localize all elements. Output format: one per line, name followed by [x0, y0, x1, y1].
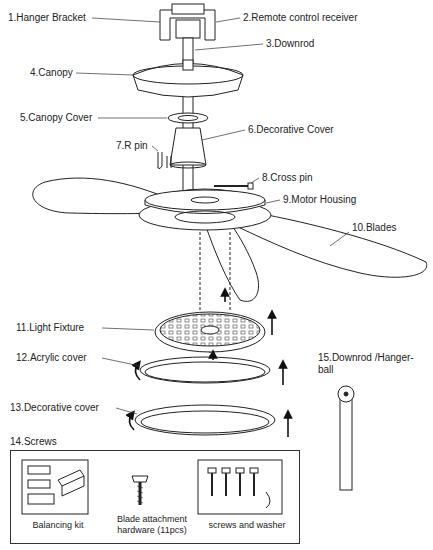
parts-item: Balancing kit: [12, 520, 104, 540]
part-label: 12.Acrylic cover: [16, 352, 87, 364]
part-label: 7.R pin: [116, 140, 148, 152]
part-label: 8.Cross pin: [262, 172, 313, 184]
part-label: 13.Decorative cover: [10, 402, 99, 414]
item-caption: screws and washer: [196, 520, 298, 531]
item-caption: Blade attachment hardware (11pcs): [102, 514, 202, 536]
part-label: 1.Hanger Bracket: [8, 12, 86, 24]
part-label: 2.Remote control receiver: [243, 12, 358, 24]
parts-box: 14.ScrewsBalancing kitBlade attachment h…: [10, 436, 304, 544]
part-label: 10.Blades: [352, 222, 396, 234]
item-caption: Balancing kit: [12, 520, 104, 531]
part-label: 15.Downrod /Hanger-ball: [318, 352, 418, 376]
part-label: 11.Light Fixture: [16, 322, 84, 334]
parts-item: Blade attachment hardware (11pcs): [102, 514, 202, 540]
part-label: 5.Canopy Cover: [20, 112, 92, 124]
part-label: 4.Canopy: [30, 67, 73, 79]
parts-item: screws and washer: [196, 520, 298, 540]
box-heading: 14.Screws: [10, 436, 304, 447]
part-label: 3.Downrod: [266, 38, 314, 50]
part-label: 6.Decorative Cover: [248, 124, 334, 136]
part-label: 9.Motor Housing: [283, 194, 356, 206]
